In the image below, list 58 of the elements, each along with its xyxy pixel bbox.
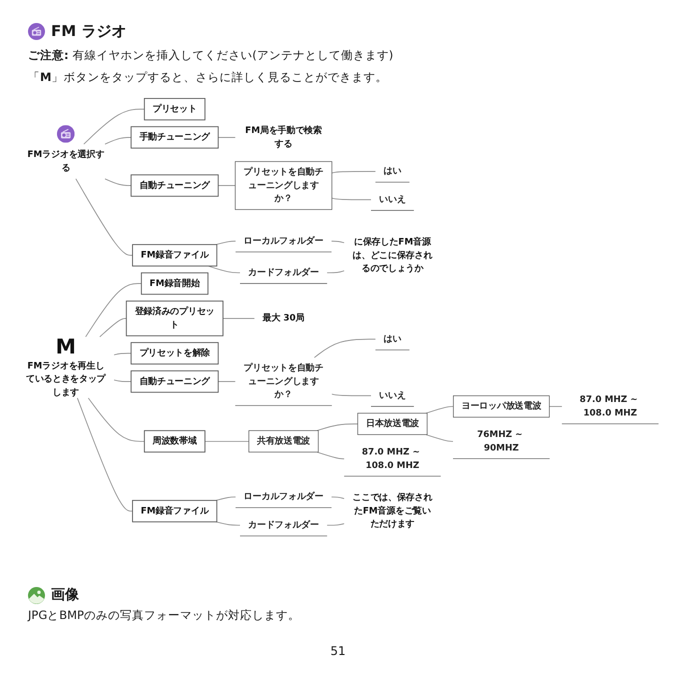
connector [331, 496, 345, 499]
note-text: 最大 30局 [262, 313, 305, 324]
connector [326, 270, 345, 274]
menu-item-box: 周波数帯域 [144, 430, 206, 453]
connector [208, 266, 240, 274]
connector [426, 406, 454, 414]
connector [114, 352, 132, 356]
option-box: 日本放送電波 [357, 412, 428, 435]
connector [218, 137, 236, 138]
connector [204, 440, 250, 442]
connector [104, 137, 132, 145]
menu-item-box: プリセット [144, 98, 206, 120]
connector [88, 398, 145, 442]
menu-item-box: 登録済みのプリセット [126, 300, 224, 336]
connector [85, 283, 142, 338]
connector [331, 240, 345, 244]
menu-item-box: 手動チューニング [130, 126, 219, 149]
connector [314, 338, 376, 358]
body-text: JPGとBMPのみの写真フォーマットが対応します。 [28, 608, 301, 623]
option-box: ヨーロッパ放送電波 [453, 395, 550, 418]
page-number: 51 [330, 644, 346, 658]
note-text: に保存したFM音源は、どこに保存されるのでしょうか [352, 236, 432, 274]
root-text: FMラジオを選択する [27, 150, 104, 174]
option-box: プリセットを自動チューニングしますか？ [234, 161, 332, 210]
connector [218, 381, 236, 382]
note-text: FM局を手動で検索する [245, 126, 322, 149]
menu-item-box: FM録音開始 [140, 272, 208, 295]
section-title: FM ラジオ [51, 22, 126, 41]
menu-item-box: FM録音ファイル [132, 244, 218, 266]
connector [326, 523, 345, 526]
connector [218, 185, 236, 186]
connector [222, 318, 255, 319]
connector [331, 171, 376, 174]
root-text: M FMラジオを再生しているときをタップします [26, 336, 106, 398]
connector [316, 452, 345, 460]
section-heading: 画像 [51, 586, 79, 604]
menu-item-box: プリセットを解除 [130, 342, 219, 364]
menu-item-box: 自動チューニング [130, 370, 219, 393]
connector [331, 198, 372, 200]
connector [216, 240, 236, 245]
connector [83, 108, 145, 145]
connector [216, 521, 240, 526]
connector [76, 398, 133, 512]
connector [99, 318, 127, 338]
option-box: 共有放送電波 [248, 430, 319, 452]
connector [316, 424, 358, 432]
menu-item-box: 自動チューニング [130, 174, 219, 197]
note-text: ここでは、保存されたFM音源をご覧いただけます [352, 492, 432, 530]
menu-item-box: FM録音ファイル [132, 500, 218, 522]
connector [104, 178, 132, 186]
connector [548, 406, 562, 407]
instruction-text: 「M」ボタンをタップすると、さらに詳しく見ることができます。 [28, 70, 388, 85]
note-text: ご注意: 有線イヤホンを挿入してください(アンテナとして働きます) [28, 48, 394, 63]
connector [331, 394, 372, 396]
connector [216, 496, 236, 501]
connector [114, 380, 132, 382]
connector [75, 178, 133, 256]
connector [426, 434, 454, 442]
